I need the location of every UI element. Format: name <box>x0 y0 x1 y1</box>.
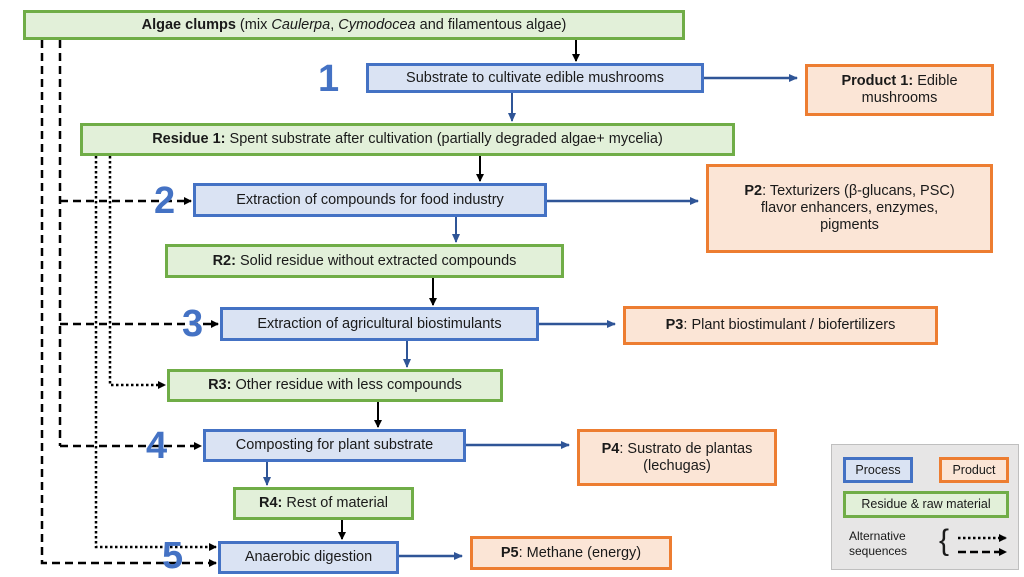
step-number-5: 5 <box>162 535 184 577</box>
species-caulerpa: Caulerpa <box>271 16 331 33</box>
dashed-raw-to-5 <box>40 40 217 567</box>
legend-alt-line2: sequences <box>849 544 908 558</box>
residue-text-3: Other residue with less compounds <box>231 377 462 393</box>
species-cymodocea: Cymodocea <box>338 16 416 33</box>
process-box-5: Anaerobic digestion <box>218 541 399 574</box>
product-box-2: P2: Texturizers (β-glucans, PSC) flavor … <box>706 164 993 253</box>
product-text-5: : Methane (energy) <box>518 544 642 561</box>
residue-box-4: R4: Rest of material <box>233 487 414 520</box>
product-text-4: : Sustrato de plantas (lechugas) <box>619 440 753 474</box>
raw-material-sep: , <box>330 16 339 33</box>
process-box-4: Composting for plant substrate <box>203 429 466 462</box>
step-number-1: 1 <box>318 58 340 100</box>
legend-product: Product <box>939 457 1009 483</box>
product-label-3: P3 <box>665 317 684 333</box>
product-box-5: P5: Methane (energy) <box>470 536 672 570</box>
raw-material-box: Algae clumps (mix Caulerpa, Cymodocea an… <box>23 10 685 40</box>
raw-material-label: Algae clumps <box>141 16 236 33</box>
legend-process: Process <box>843 457 913 483</box>
residue-label-3: R3: <box>208 377 232 393</box>
legend-line-samples <box>958 534 1007 556</box>
product-label-4: P4 <box>601 440 620 457</box>
process-box-2: Extraction of compounds for food industr… <box>193 183 547 217</box>
residue-label-2: R2: <box>212 252 236 269</box>
product-label-5: P5 <box>500 544 519 561</box>
residue-box-2: R2: Solid residue without extracted comp… <box>165 244 564 278</box>
residue-text-2: Solid residue without extracted compound… <box>235 252 517 269</box>
residue-text-4: Rest of material <box>282 495 388 511</box>
dotted-r1-to-r3 <box>108 156 166 389</box>
residue-label-4: R4: <box>259 495 283 511</box>
product-box-4: P4: Sustrato de plantas (lechugas) <box>577 429 777 486</box>
product-text-3: : Plant biostimulant / biofertilizers <box>683 317 896 333</box>
residue-text-1: Spent substrate after cultivation (parti… <box>225 131 663 147</box>
residue-box-3: R3: Other residue with less compounds <box>167 369 503 402</box>
product-label-2: P2 <box>744 183 763 199</box>
raw-material-text-end: and filamentous algae) <box>415 16 567 33</box>
step-number-2: 2 <box>154 180 176 222</box>
raw-material-text: (mix <box>235 16 272 33</box>
legend-residue: Residue & raw material <box>843 491 1009 518</box>
product-text-2: : Texturizers (β-glucans, PSC) flavor en… <box>760 183 955 233</box>
legend-brace: { <box>939 524 950 557</box>
legend-alt-line1: Alternative <box>849 529 906 543</box>
process-box-1: Substrate to cultivate edible mushrooms <box>366 63 704 93</box>
legend: Process Product Residue & raw material A… <box>831 444 1019 570</box>
residue-label-1: Residue 1: <box>152 131 226 147</box>
step-number-3: 3 <box>182 303 204 345</box>
dotted-r1-to-5 <box>94 156 217 551</box>
product-label-1: Product 1: <box>841 73 914 89</box>
product-box-3: P3: Plant biostimulant / biofertilizers <box>623 306 938 345</box>
residue-box-1: Residue 1: Spent substrate after cultiva… <box>80 123 735 156</box>
product-box-1: Product 1: Edible mushrooms <box>805 64 994 116</box>
process-box-3: Extraction of agricultural biostimulants <box>220 307 539 341</box>
step-number-4: 4 <box>146 425 168 467</box>
product-text-1: Edible mushrooms <box>861 73 958 106</box>
